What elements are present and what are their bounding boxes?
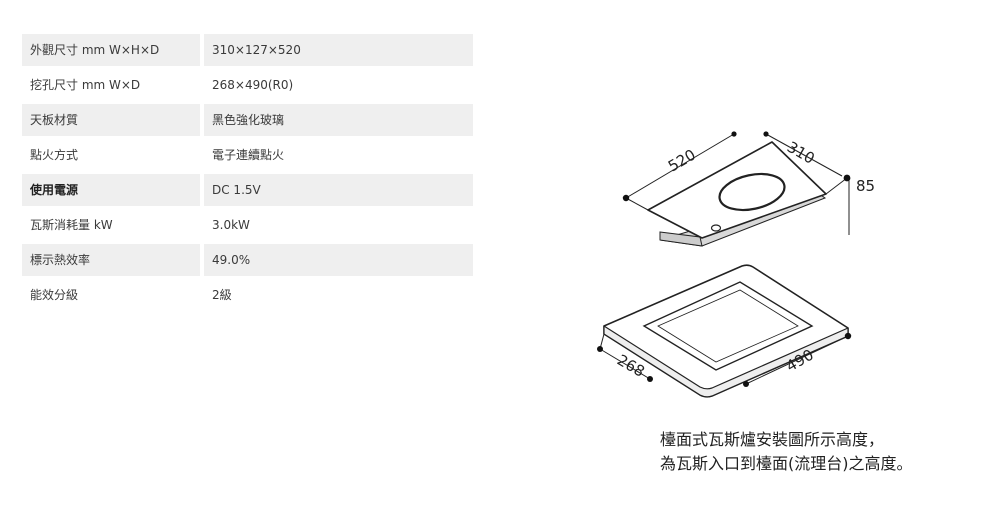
spec-row-energy-grade: 能效分級 2級 xyxy=(22,279,473,311)
spec-value: 310×127×520 xyxy=(204,34,473,66)
depth-label: 520 xyxy=(665,146,699,176)
spec-value: 268×490(R0) xyxy=(212,78,294,92)
installation-caption: 檯面式瓦斯爐安裝圖所示高度， 為瓦斯入口到檯面(流理台)之高度。 xyxy=(660,428,913,476)
spec-value: 3.0kW xyxy=(212,218,250,232)
spec-label: 標示熱效率 xyxy=(22,244,200,276)
spec-value: 電子連續點火 xyxy=(212,148,285,162)
dimension-endpoints xyxy=(597,131,852,387)
spec-label: 能效分級 xyxy=(30,288,79,302)
spec-row-gas-consumption: 瓦斯消耗量 kW 3.0kW xyxy=(22,209,473,241)
spec-row-cutout: 挖孔尺寸 mm W×D 268×490(R0) xyxy=(22,69,473,101)
spec-value: 2級 xyxy=(212,288,232,302)
spec-label: 挖孔尺寸 mm W×D xyxy=(30,78,141,92)
spec-table: 外觀尺寸 mm W×H×D 310×127×520 挖孔尺寸 mm W×D 26… xyxy=(22,34,473,314)
spec-label: 外觀尺寸 mm W×H×D xyxy=(22,34,200,66)
spec-row-ignition: 點火方式 電子連續點火 xyxy=(22,139,473,171)
spec-value: 黑色強化玻璃 xyxy=(204,104,473,136)
dimension-lines xyxy=(599,133,850,385)
spec-value: DC 1.5V xyxy=(204,174,473,206)
spec-label: 點火方式 xyxy=(30,148,79,162)
spec-label: 天板材質 xyxy=(22,104,200,136)
countertop-frame xyxy=(603,264,849,398)
spec-value: 49.0% xyxy=(204,244,473,276)
installation-diagram: 520 310 85 268 490 xyxy=(597,131,875,398)
spec-label: 使用電源 xyxy=(22,174,200,206)
caption-line-2: 為瓦斯入口到檯面(流理台)之高度。 xyxy=(660,454,913,473)
spec-row-efficiency: 標示熱效率 49.0% xyxy=(22,244,473,276)
spec-row-top-material: 天板材質 黑色強化玻璃 xyxy=(22,104,473,136)
caption-line-1: 檯面式瓦斯爐安裝圖所示高度， xyxy=(660,430,885,449)
spec-label: 瓦斯消耗量 kW xyxy=(30,218,113,232)
height-label: 85 xyxy=(856,177,875,195)
spec-row-power: 使用電源 DC 1.5V xyxy=(22,174,473,206)
spec-row-dimensions: 外觀尺寸 mm W×H×D 310×127×520 xyxy=(22,34,473,66)
